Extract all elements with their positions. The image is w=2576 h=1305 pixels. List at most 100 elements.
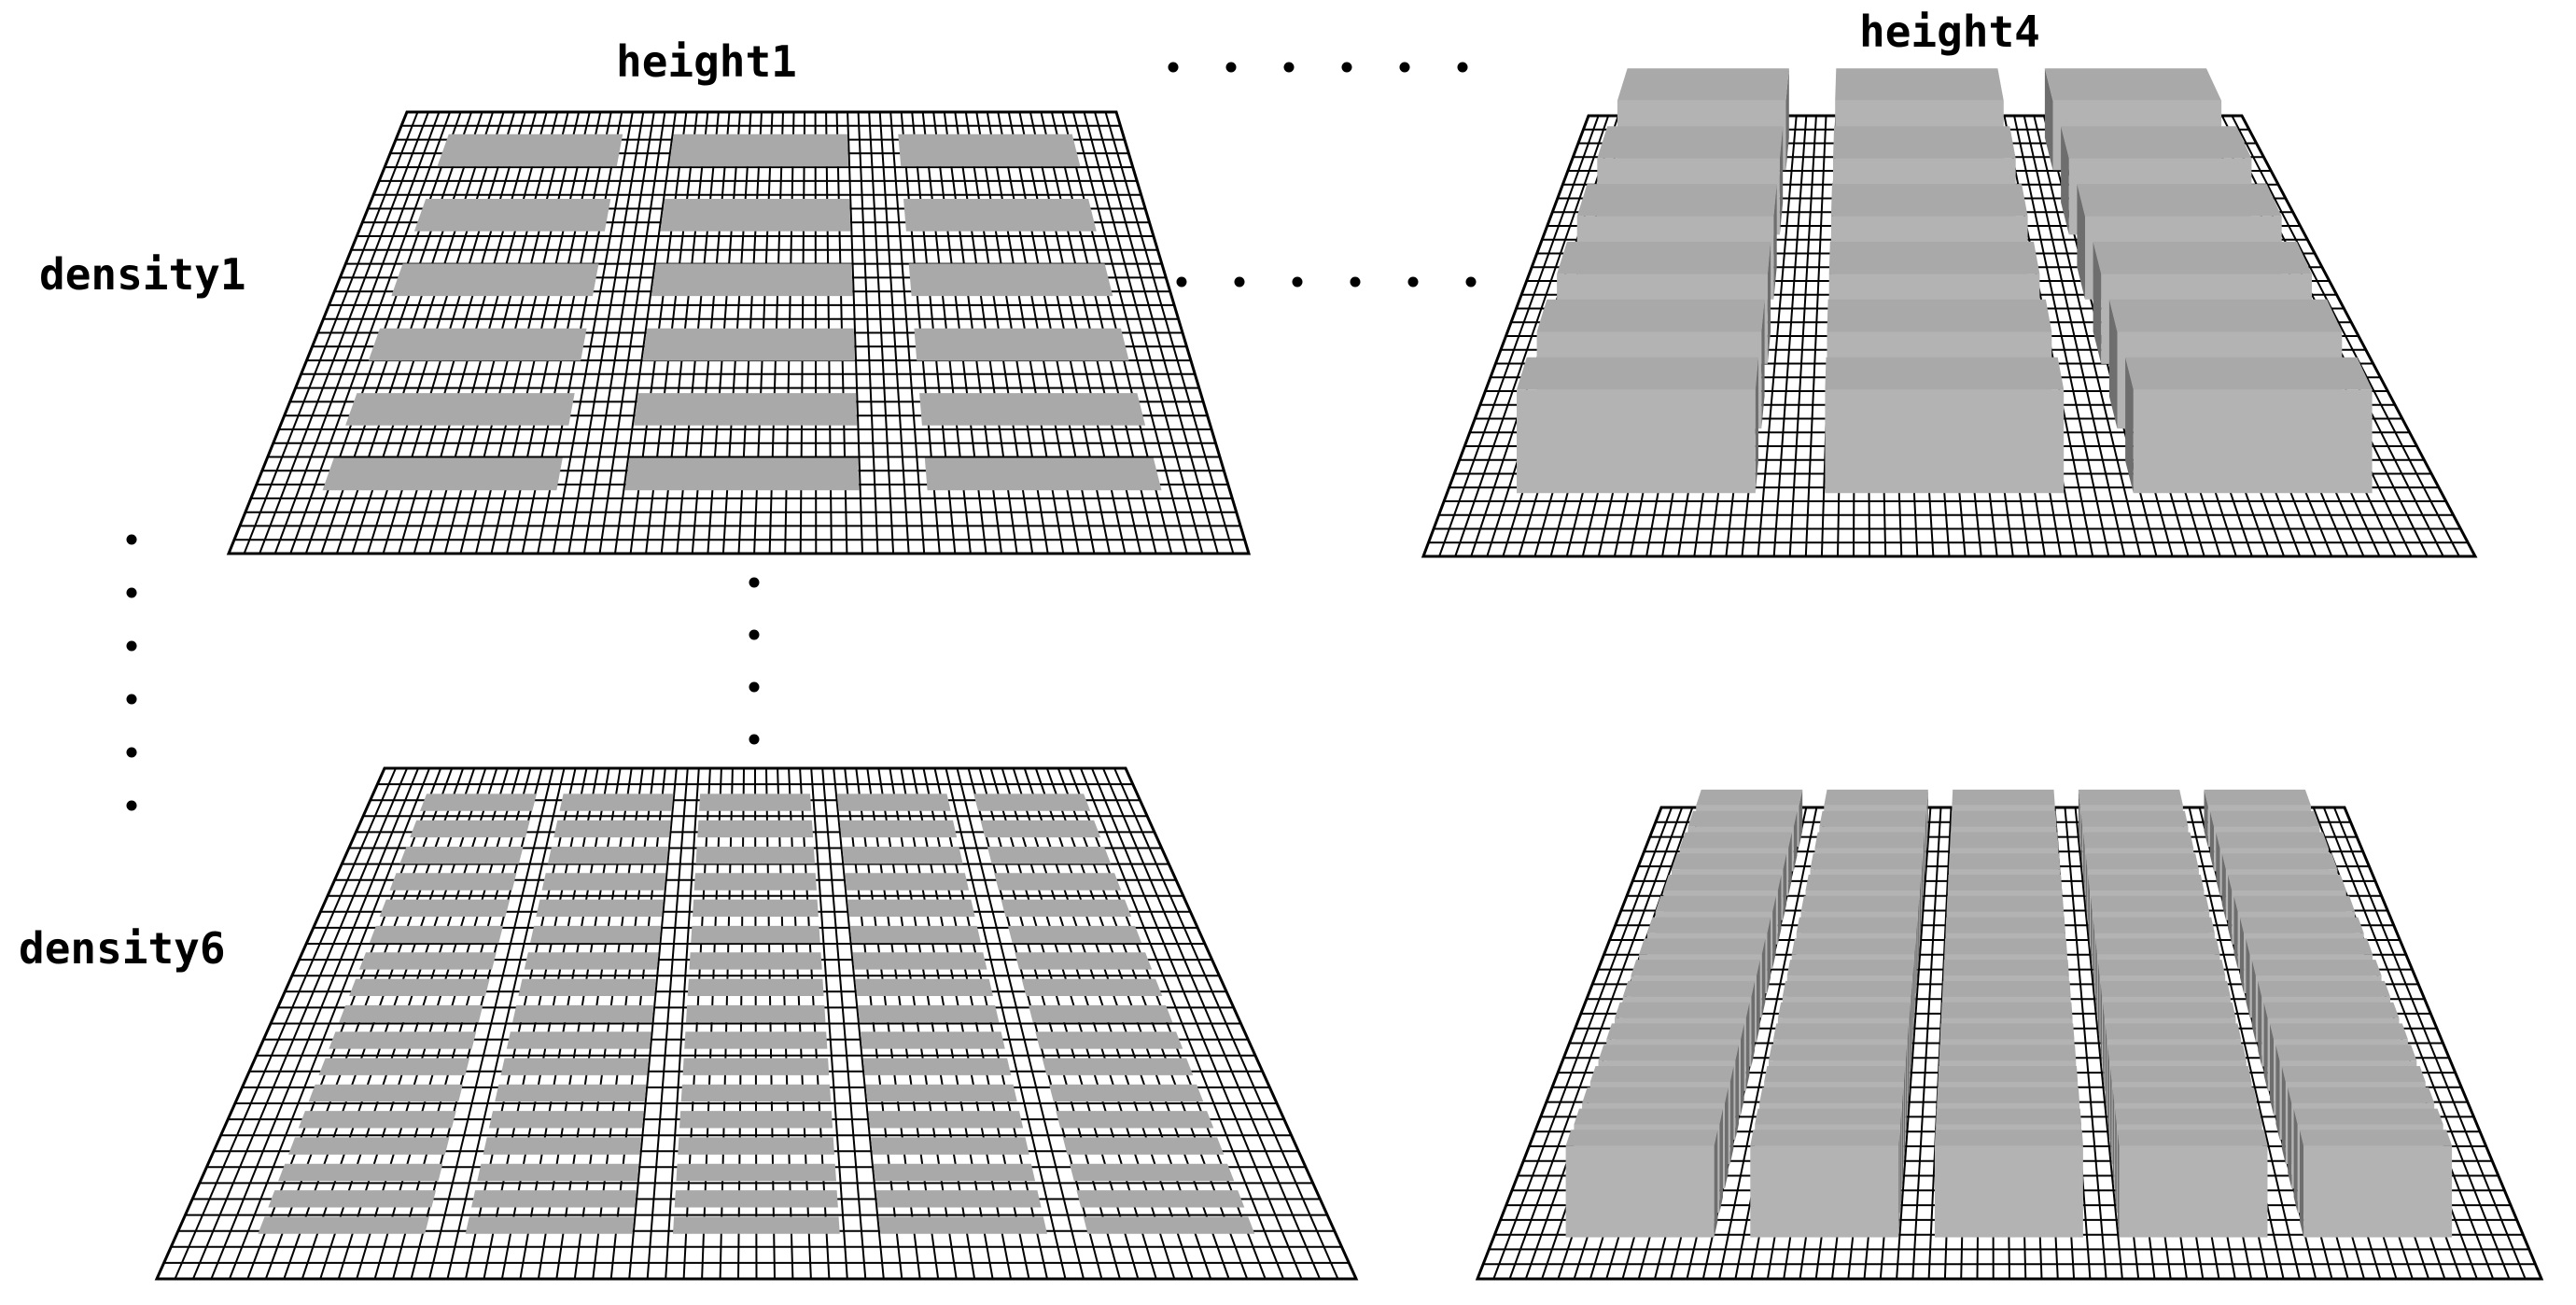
block bbox=[559, 793, 674, 811]
block bbox=[1029, 1004, 1173, 1023]
block bbox=[898, 133, 1081, 167]
block bbox=[1021, 978, 1163, 996]
block bbox=[1565, 1130, 1718, 1238]
block bbox=[845, 873, 970, 891]
block bbox=[674, 1190, 838, 1208]
block bbox=[847, 899, 975, 917]
block bbox=[258, 1216, 429, 1234]
block bbox=[868, 1111, 1024, 1129]
block bbox=[391, 263, 599, 297]
block bbox=[919, 393, 1146, 426]
ellipsis-dots bbox=[126, 62, 1477, 811]
block bbox=[500, 1058, 650, 1075]
block bbox=[1042, 1058, 1194, 1075]
panel-height4-density6 bbox=[1475, 789, 2544, 1281]
block bbox=[1750, 1130, 1900, 1238]
label-height1: height1 bbox=[616, 36, 797, 87]
block bbox=[541, 873, 666, 891]
block bbox=[524, 952, 659, 970]
panel-height4-density1-blocks bbox=[1517, 68, 2373, 494]
block bbox=[914, 328, 1129, 361]
block bbox=[1076, 1190, 1245, 1208]
block bbox=[697, 820, 814, 838]
block bbox=[268, 1190, 437, 1208]
block bbox=[973, 793, 1091, 811]
block bbox=[437, 133, 623, 167]
block bbox=[634, 393, 858, 426]
block bbox=[339, 1004, 483, 1023]
block bbox=[693, 899, 819, 917]
block bbox=[288, 1137, 450, 1155]
block bbox=[842, 847, 963, 864]
block bbox=[693, 873, 817, 891]
block bbox=[980, 820, 1101, 838]
block bbox=[908, 263, 1113, 297]
block bbox=[506, 1031, 651, 1049]
block bbox=[389, 873, 517, 891]
block bbox=[410, 820, 530, 838]
panel-height1-density6-grid bbox=[154, 766, 1359, 1281]
block bbox=[518, 978, 656, 996]
block bbox=[862, 1058, 1012, 1075]
block bbox=[651, 263, 853, 297]
block bbox=[871, 1137, 1029, 1155]
block bbox=[345, 393, 575, 426]
block bbox=[624, 457, 860, 491]
panel-height1-density1 bbox=[226, 110, 1252, 555]
block bbox=[349, 978, 490, 996]
label-density1: density1 bbox=[39, 249, 246, 300]
block bbox=[687, 978, 824, 996]
block bbox=[673, 1216, 840, 1234]
block bbox=[1934, 1130, 2083, 1238]
block bbox=[873, 1163, 1036, 1182]
block bbox=[530, 925, 662, 944]
block bbox=[318, 1058, 470, 1075]
block bbox=[488, 1111, 644, 1129]
block bbox=[471, 1190, 637, 1208]
block bbox=[860, 1031, 1005, 1049]
block bbox=[369, 925, 503, 944]
block bbox=[903, 199, 1097, 232]
block bbox=[1517, 357, 1758, 494]
block bbox=[308, 1084, 463, 1102]
block bbox=[477, 1163, 639, 1182]
block bbox=[512, 1004, 654, 1023]
block bbox=[322, 457, 563, 491]
block bbox=[2117, 1130, 2268, 1238]
block bbox=[2125, 357, 2373, 494]
panel-height1-density6-blocks bbox=[258, 793, 1255, 1234]
block bbox=[660, 199, 851, 232]
block bbox=[1056, 1111, 1214, 1129]
block bbox=[691, 925, 820, 944]
block bbox=[686, 1004, 826, 1023]
block bbox=[676, 1163, 836, 1182]
block bbox=[368, 328, 587, 361]
block bbox=[689, 952, 822, 970]
block bbox=[682, 1058, 830, 1075]
block bbox=[839, 820, 958, 838]
block bbox=[699, 793, 812, 811]
block bbox=[1015, 952, 1153, 970]
block bbox=[924, 457, 1162, 491]
block bbox=[678, 1137, 834, 1155]
block bbox=[849, 925, 981, 944]
block bbox=[413, 199, 611, 232]
panel-height1-density1-blocks bbox=[322, 133, 1162, 491]
block bbox=[379, 899, 511, 917]
block bbox=[1062, 1137, 1225, 1155]
block bbox=[483, 1137, 642, 1155]
block bbox=[858, 1004, 1000, 1023]
block bbox=[465, 1216, 635, 1234]
panel-height4-density6-blocks bbox=[1565, 789, 2453, 1238]
block bbox=[1083, 1216, 1255, 1234]
block bbox=[695, 847, 816, 864]
block bbox=[836, 793, 951, 811]
label-height4: height4 bbox=[1859, 7, 2040, 57]
block bbox=[875, 1190, 1042, 1208]
block bbox=[329, 1031, 477, 1049]
label-density6: density6 bbox=[19, 923, 226, 974]
block bbox=[679, 1111, 833, 1129]
block bbox=[2300, 1130, 2453, 1238]
panel-height4-density1 bbox=[1421, 68, 2478, 558]
block bbox=[668, 133, 849, 167]
